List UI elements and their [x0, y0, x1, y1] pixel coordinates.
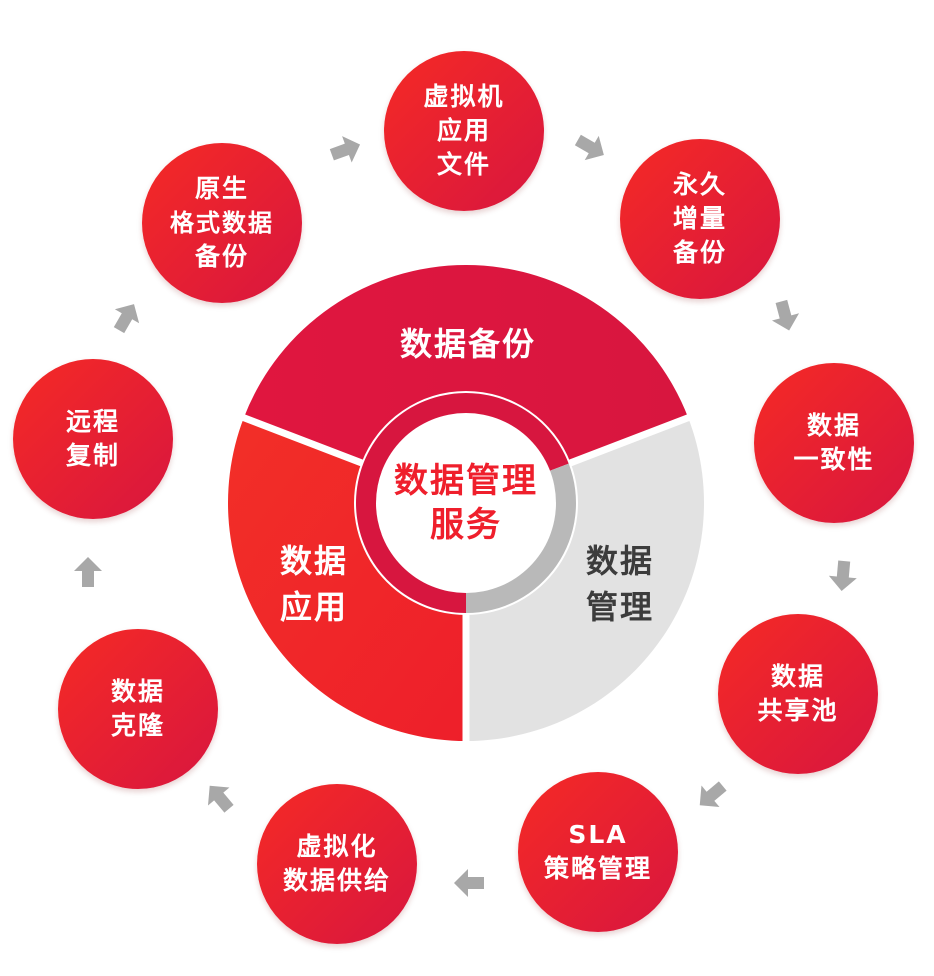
flow-arrow-shape — [574, 134, 604, 161]
cycle-node-line: 原生 — [194, 174, 249, 203]
cycle-node-vm-app-file: 虚拟机应用文件 — [384, 51, 544, 211]
cycle-node-line: SLA — [568, 820, 628, 849]
cycle-node-incremental-backup: 永久增量备份 — [620, 139, 780, 299]
segment-management-label-line: 管理 — [585, 588, 654, 626]
flow-arrow-icon — [828, 560, 857, 591]
cycle-node-line: 格式数据 — [170, 209, 274, 237]
cycle-node-line: 备份 — [672, 238, 727, 267]
flow-arrow-icon — [699, 781, 727, 808]
flow-arrow-shape — [771, 299, 800, 331]
cycle-node-line: 永久 — [672, 170, 727, 199]
segment-application — [228, 417, 466, 741]
center-title-line: 数据管理 — [394, 461, 538, 501]
cycle-node-data-clone: 数据克隆 — [58, 629, 218, 789]
cycle-node-line: 数据 — [806, 411, 861, 440]
flow-arrow-icon — [207, 785, 234, 813]
cycle-node-line: 虚拟机 — [423, 82, 505, 111]
flow-arrow-icon — [574, 134, 604, 161]
cycle-node-line: 复制 — [65, 441, 120, 470]
cycle-node-line: 克隆 — [110, 711, 165, 740]
cycle-node-line: 数据供给 — [282, 866, 391, 895]
cycle-node-line: 一致性 — [793, 445, 875, 474]
cycle-node-data-shared-pool: 数据共享池 — [718, 614, 878, 774]
cycle-node-remote-replication: 远程复制 — [13, 359, 173, 519]
segment-management — [466, 417, 704, 741]
cycle-node-line: 共享池 — [757, 696, 839, 725]
segment-application-label-line: 数据 — [279, 542, 348, 580]
center-title-line: 服务 — [430, 505, 502, 545]
cycle-node-native-format-backup: 原生格式数据备份 — [142, 143, 302, 303]
segment-backup-label: 数据备份 — [380, 320, 556, 368]
cycle-node-line: 虚拟化 — [296, 832, 378, 861]
segment-management-label: 数据管理 — [568, 534, 672, 634]
flow-arrow-icon — [329, 136, 361, 163]
cycle-node-line: 增量 — [672, 204, 727, 233]
cycle-node-line: 远程 — [65, 407, 120, 436]
flow-arrow-shape — [74, 557, 102, 587]
flow-arrow-shape — [699, 781, 727, 808]
center-title: 数据管理服务 — [376, 413, 556, 593]
cycle-node-line: 备份 — [194, 242, 249, 271]
segment-application-label-line: 应用 — [279, 588, 348, 626]
segment-management-label-line: 数据 — [585, 542, 654, 580]
flow-arrow-icon — [771, 299, 800, 331]
flow-arrow-shape — [454, 869, 484, 897]
cycle-node-line: 数据 — [110, 677, 165, 706]
segment-backup-label-line: 数据备份 — [399, 325, 536, 363]
flow-arrow-shape — [113, 304, 140, 334]
segment-application-label: 数据应用 — [262, 534, 366, 634]
segment-divider — [567, 413, 692, 467]
segment-divider — [240, 413, 365, 467]
segment-backup — [243, 265, 689, 463]
cycle-node-line: 数据 — [770, 662, 825, 691]
flow-arrow-icon — [74, 557, 102, 587]
cycle-node-sla-policy: SLA 策略管理 — [518, 772, 678, 932]
flow-arrow-shape — [329, 136, 361, 163]
inner-ring-grey — [466, 463, 576, 613]
cycle-node-line: 策略管理 — [543, 854, 652, 883]
cycle-node-virtual-data-supply: 虚拟化数据供给 — [257, 784, 417, 944]
cycle-node-line: 文件 — [436, 150, 491, 179]
cycle-node-data-consistency: 数据一致性 — [754, 363, 914, 523]
flow-arrow-icon — [454, 869, 484, 897]
flow-arrow-icon — [113, 304, 140, 334]
flow-arrow-shape — [207, 785, 234, 813]
flow-arrow-shape — [828, 560, 857, 591]
center-disc — [376, 413, 556, 593]
cycle-node-line: 应用 — [436, 116, 491, 145]
